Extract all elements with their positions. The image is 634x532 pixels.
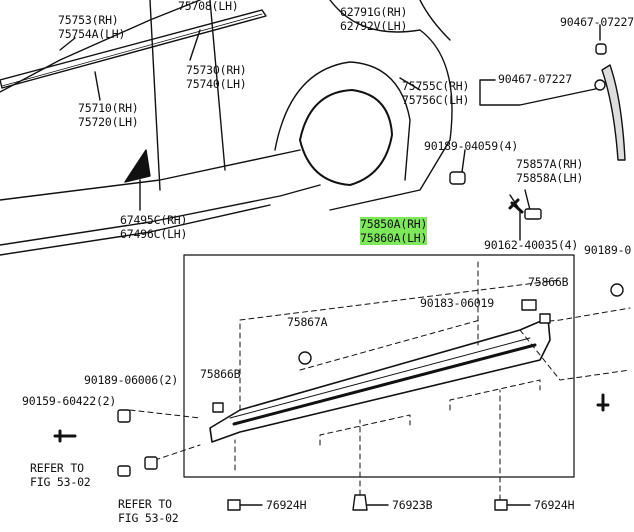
rear-quarter xyxy=(419,0,451,41)
bolt-right xyxy=(596,393,610,412)
label-90159: 90159-60422(2) xyxy=(22,394,117,408)
nut-76924h-right xyxy=(494,499,508,511)
rocker-molding xyxy=(209,317,551,443)
clip-76923b xyxy=(352,494,368,511)
car-sill-line xyxy=(0,184,321,246)
rear-molding xyxy=(601,64,626,161)
label-90183: 90183-06019 xyxy=(420,296,494,310)
dash-2 xyxy=(519,329,631,381)
label-75753: 75753(RH) xyxy=(58,13,119,27)
highlight-75860a: 75860A(LH) xyxy=(360,231,428,245)
label-76924h-left: 76924H xyxy=(266,498,307,512)
car-roof-line xyxy=(149,0,161,191)
label-90189-right: 90189-0 xyxy=(584,243,632,257)
car-door-line xyxy=(209,0,226,171)
label-75710: 75710(RH) xyxy=(78,101,139,115)
label-90189-04059: 90189-04059(4) xyxy=(424,139,519,153)
label-75866b-right: 75866B xyxy=(528,275,569,289)
dash-12 xyxy=(539,307,631,323)
label-75754a: 75754A(LH) xyxy=(58,27,126,41)
clip-refer-1 xyxy=(117,465,131,477)
label-75756c: 75756C(LH) xyxy=(402,93,470,107)
clip-90189-04059 xyxy=(449,171,466,185)
label-75867a: 75867A xyxy=(287,315,328,329)
clip-90183 xyxy=(521,299,537,311)
label-76924h-right: 76924H xyxy=(534,498,575,512)
door-molding-upper xyxy=(0,9,267,89)
nut-76924h-left xyxy=(227,499,241,511)
clip-75857a xyxy=(524,208,542,220)
leader-75730 xyxy=(189,29,201,61)
leader-90467-mid xyxy=(479,79,601,106)
label-75740: 75740(LH) xyxy=(186,77,247,91)
clip-75866b-left xyxy=(212,402,224,413)
dash-3 xyxy=(299,319,481,371)
label-90162: 90162-40035(4) xyxy=(484,238,579,252)
grommet-75867a xyxy=(298,351,312,365)
label-75755c: 75755C(RH) xyxy=(402,79,470,93)
label-75860a: 75860A(LH) xyxy=(360,231,428,245)
refer-label-1a[interactable]: REFER TO xyxy=(30,461,84,475)
clip-90467-mid xyxy=(594,79,606,91)
label-75708: 75708(LH) xyxy=(178,0,239,13)
refer-label-2b[interactable]: FIG 53-02 xyxy=(118,511,179,525)
dash-6 xyxy=(449,379,541,411)
label-67495c: 67495C(RH) xyxy=(120,213,188,227)
label-76923b: 76923B xyxy=(392,498,433,512)
leader-75753 xyxy=(59,37,76,51)
car-bottom-line xyxy=(0,204,271,256)
dash-9 xyxy=(129,409,201,419)
dash-5 xyxy=(319,414,411,446)
dash-1 xyxy=(239,279,561,411)
rocker-molding-edge xyxy=(232,343,537,426)
label-90467-top: 90467-07227 xyxy=(560,15,634,29)
car-body-outline xyxy=(0,0,201,93)
label-75730: 75730(RH) xyxy=(186,63,247,77)
clip-90189-06006 xyxy=(117,409,131,423)
leader-75710 xyxy=(94,71,101,101)
highlight-75850a: 75850A(RH) xyxy=(360,217,428,231)
rocker-molding-inner xyxy=(229,337,531,419)
wheel-arch-inner xyxy=(299,89,393,186)
screw-90162 xyxy=(508,198,524,214)
wheel-arch-outer xyxy=(274,61,411,181)
clip-75866b-right xyxy=(539,313,551,324)
parts-frame xyxy=(183,254,575,478)
leader-75755c xyxy=(399,77,421,91)
label-90467-mid: 90467-07227 xyxy=(498,72,572,86)
label-62792v: 62792V(LH) xyxy=(340,19,408,33)
quarter-trim xyxy=(124,149,151,183)
label-75850a: 75850A(RH) xyxy=(360,217,428,231)
car-waist-line xyxy=(0,149,301,201)
refer-label-1b[interactable]: FIG 53-02 xyxy=(30,475,91,489)
label-75858a: 75858A(LH) xyxy=(516,171,584,185)
door-molding-lower xyxy=(1,13,263,87)
car-rear-body xyxy=(329,0,453,211)
clip-90467-top xyxy=(595,43,607,55)
clip-refer-2 xyxy=(144,456,158,470)
label-75720: 75720(LH) xyxy=(78,115,139,129)
leader-75857a xyxy=(524,189,531,211)
dash-10 xyxy=(154,444,201,461)
clip-90189-right xyxy=(610,283,624,297)
bolt-90159 xyxy=(53,429,77,443)
label-67496c: 67496C(LH) xyxy=(120,227,188,241)
label-75866b-left: 75866B xyxy=(200,367,241,381)
label-62791g: 62791G(RH) xyxy=(340,5,408,19)
leader-90189-04059 xyxy=(461,149,466,173)
label-90189-06006: 90189-06006(2) xyxy=(84,373,179,387)
label-75857a: 75857A(RH) xyxy=(516,157,584,171)
refer-label-2a[interactable]: REFER TO xyxy=(118,497,172,511)
